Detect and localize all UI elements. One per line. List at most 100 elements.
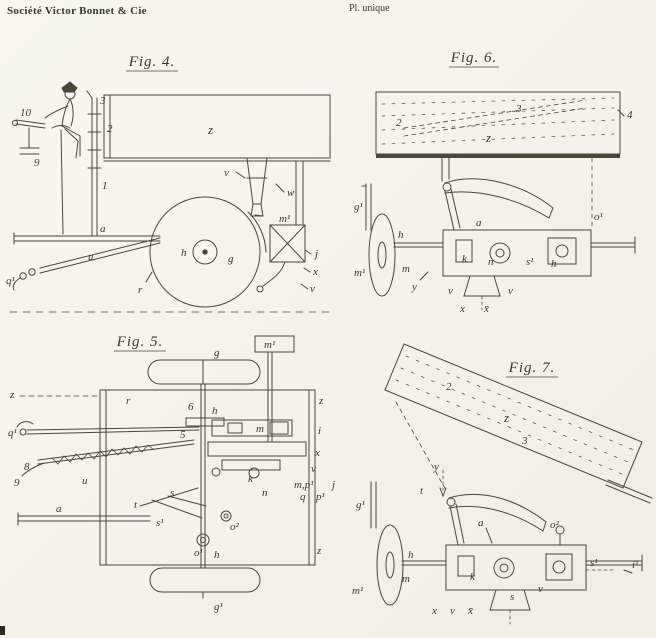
fig7-label-i1: i¹ [632, 559, 638, 571]
fig5-label-s: s [170, 487, 174, 499]
fig5-label-o2: o² [230, 521, 240, 533]
fig4-hand-lever [12, 119, 46, 155]
fig6-label-m1: m¹ [354, 267, 365, 279]
fig5-label-t: t [134, 499, 138, 511]
fig7-label-s1: s¹ [590, 557, 598, 569]
fig6-drawing [361, 91, 636, 311]
fig6-cart-box [375, 91, 625, 158]
fig6-gear-housing [419, 229, 592, 311]
fig5-label-g1: g¹ [214, 601, 223, 613]
fig6-label-x: x [459, 303, 465, 315]
fig5-rear-wheel [149, 567, 261, 599]
fig5-label-9: 9 [14, 477, 20, 489]
fig6-axle [393, 236, 636, 254]
figure-7-title: Fig. 7. [508, 360, 556, 376]
fig6-label-v2: v [508, 285, 513, 297]
fig5-gear-cluster [196, 419, 307, 547]
fig5-label-g: g [214, 347, 220, 359]
fig4-label-h: h [181, 247, 187, 259]
fig6-label-h2: h [551, 258, 557, 270]
fig5-label-8: 8 [24, 461, 30, 473]
fig5-label-h: h [212, 405, 218, 417]
fig4-label-3: 3 [99, 95, 106, 107]
fig6-label-xbar: x̄ [483, 303, 489, 315]
fig5-label-s1: s¹ [156, 517, 164, 529]
fig7-label-z: z [503, 410, 509, 425]
fig7-label-3: 3 [521, 435, 528, 447]
fig6-label-4: 4 [627, 109, 633, 121]
fig5-label-r: r [126, 395, 131, 407]
fig5-drawing [16, 335, 316, 599]
fig7-label-o2: o² [550, 519, 560, 531]
fig6-label-3: 3 [515, 103, 522, 115]
figure-5: Fig. 5. [8, 334, 335, 613]
fig4-label-1: 1 [102, 180, 108, 192]
fig5-label-h2: h [214, 549, 220, 561]
fig5-label-n: n [262, 487, 268, 499]
fig7-label-k: k [470, 571, 476, 583]
fig5-label-u: u [82, 475, 88, 487]
fig5-label-p1: p¹ [315, 491, 325, 503]
fig5-linkage [139, 487, 207, 519]
figure-5-title: Fig. 5. [116, 334, 164, 350]
fig4-tie-rod [12, 237, 161, 291]
fig4-labels: 3 2 1 10 9 z v w a u q¹ r h g m¹ j x v [6, 95, 318, 296]
fig7-drawing [370, 343, 653, 625]
fig5-label-a: a [56, 503, 62, 515]
fig4-drawing [9, 81, 336, 313]
fig6-wheel [368, 213, 396, 297]
fig4-label-9: 9 [34, 157, 40, 169]
fig4-label-v: v [224, 167, 229, 179]
fig7-label-x: x [431, 605, 437, 617]
fig6-label-v: v [448, 285, 453, 297]
ink-mark [0, 626, 5, 635]
fig5-draft-rods [16, 421, 200, 477]
fig4-chassis-bar [13, 214, 264, 245]
fig4-label-w: w [287, 187, 295, 199]
fig5-label-v: v [311, 463, 316, 475]
fig7-label-2: 2 [446, 381, 452, 393]
figure-4-title: Fig. 4. [128, 54, 176, 70]
fig6-moldboard [441, 157, 593, 231]
fig4-label-x: x [312, 266, 318, 278]
fig4-rear-mechanism [256, 160, 312, 293]
fig4-driver-figure [44, 81, 81, 235]
fig4-mast [86, 90, 102, 237]
fig6-labels: 2 3 4 z g¹ m¹ h m y a o¹ k n s¹ h v v x … [354, 103, 633, 315]
fig5-frame [19, 389, 316, 566]
fig5-label-q: q [300, 491, 306, 503]
fig7-gear-housing [445, 525, 633, 625]
figure-7: Fig. 7. [352, 343, 653, 625]
fig5-label-mp1: m,p¹ [294, 479, 314, 491]
fig6-label-o1: o¹ [594, 211, 603, 223]
fig7-label-m: m [402, 573, 410, 585]
figure-4: Fig. 4. [6, 54, 336, 313]
fig6-label-g1: g¹ [354, 201, 363, 213]
fig4-label-r: r [138, 284, 143, 296]
fig4-label-g: g [228, 253, 234, 265]
fig7-label-s: s [510, 591, 514, 603]
fig7-label-y: y [433, 461, 439, 473]
fig7-label-a: a [478, 517, 484, 529]
header-company: Société Victor Bonnet & Cie [7, 5, 147, 17]
fig5-label-x: x [314, 447, 320, 459]
fig6-label-h: h [398, 229, 404, 241]
fig5-label-i: i [318, 425, 321, 437]
fig7-label-h: h [408, 549, 414, 561]
fig4-label-u: u [88, 251, 94, 263]
fig4-label-q1: q¹ [6, 275, 15, 287]
fig6-label-k: k [462, 253, 468, 265]
fig5-label-zb: z [316, 545, 322, 557]
fig7-moldboard [439, 469, 547, 546]
fig5-label-q1: q¹ [8, 427, 17, 439]
fig7-label-g1: g¹ [356, 499, 365, 511]
fig7-tilted-box [384, 343, 653, 504]
fig5-label-m: m [256, 423, 264, 435]
fig4-label-m1: m¹ [279, 213, 290, 225]
fig7-wheel [376, 524, 404, 606]
fig4-box-support [235, 157, 285, 217]
fig4-label-j: j [313, 248, 318, 260]
fig5-m1-box [254, 335, 295, 443]
fig5-front-wheel [147, 359, 261, 385]
